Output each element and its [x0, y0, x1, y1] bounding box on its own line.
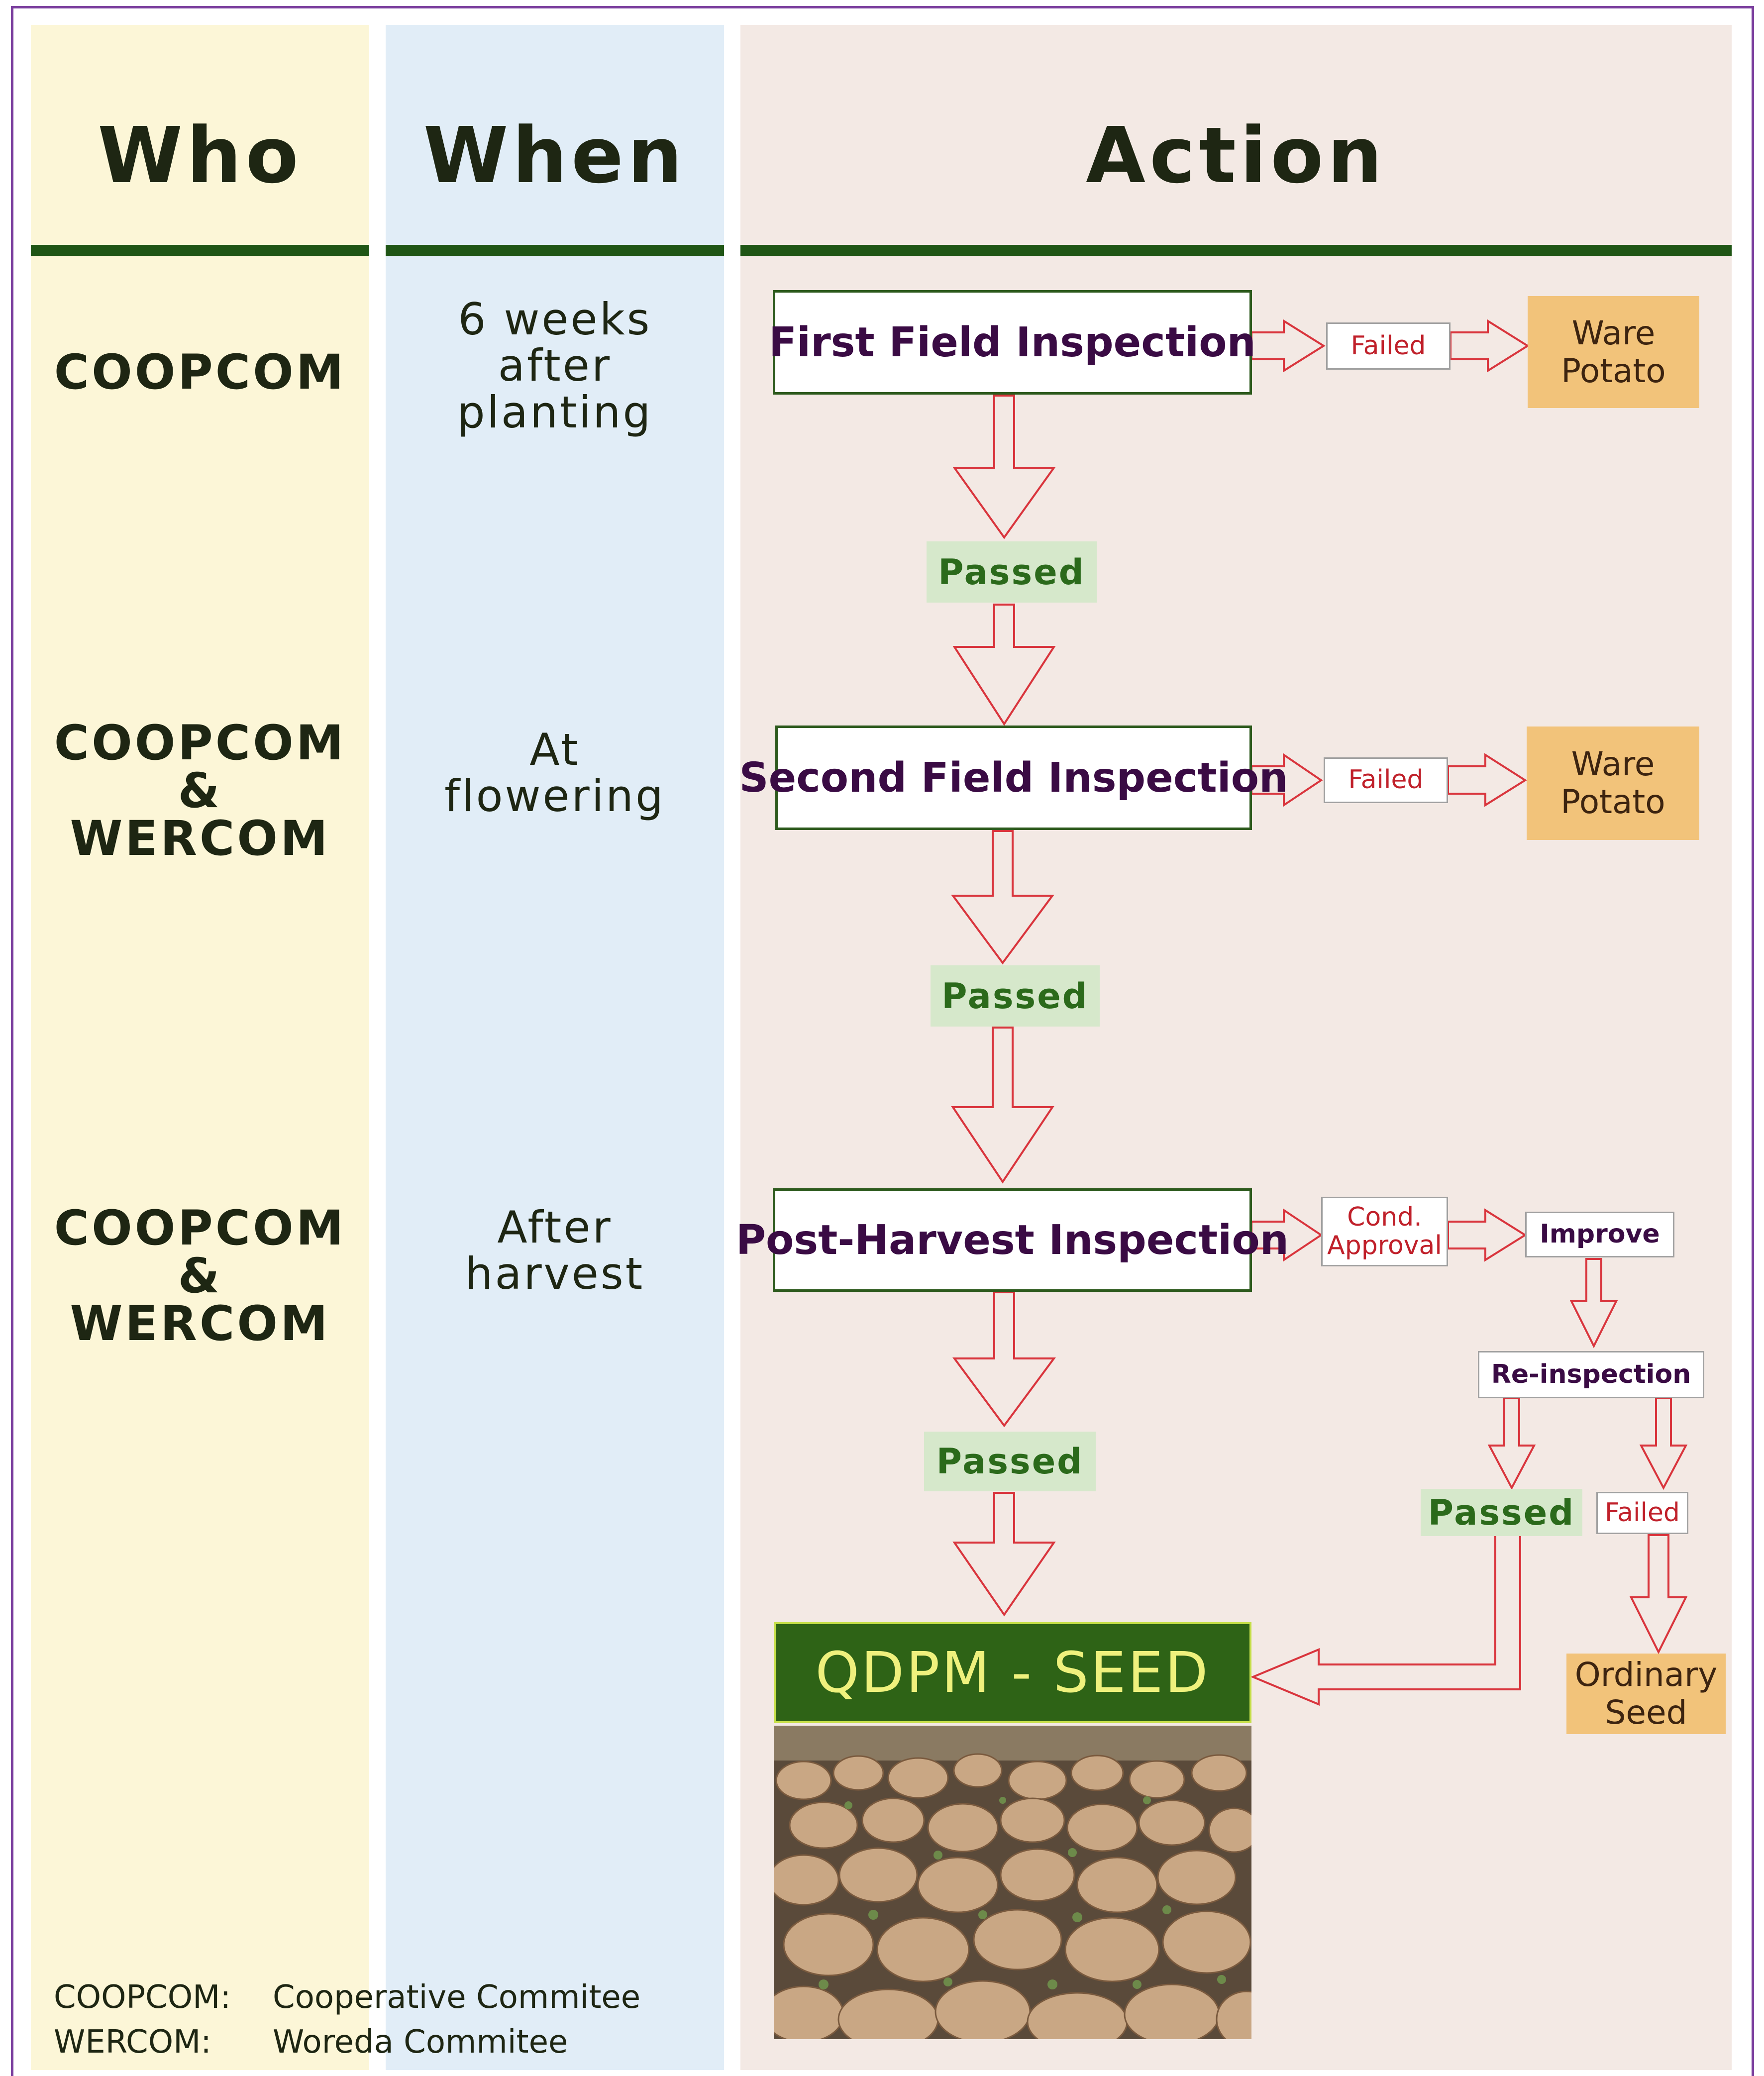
- legend-wercom-text: Woreda Commitee: [273, 2024, 568, 2061]
- ware-potato-1-line-2: Potato: [1561, 351, 1666, 390]
- ware-potato-1-line-1: Ware: [1571, 313, 1656, 352]
- who-row-3-line-1: COOPCOM: [54, 1200, 346, 1256]
- who-row-3-line-3: WERCOM: [70, 1296, 330, 1351]
- action-header-rule: [740, 245, 1732, 256]
- improve-box: Improve: [1525, 1212, 1674, 1257]
- arrow-right-3b: [1447, 1208, 1527, 1262]
- cond-approval-line-2: Approval: [1327, 1231, 1442, 1260]
- arrow-down-6: [952, 1492, 1056, 1617]
- arrow-down-ordinary: [1629, 1534, 1688, 1655]
- failed-label-2: Failed: [1324, 757, 1448, 803]
- who-row-1-line: COOPCOM: [54, 344, 346, 400]
- when-row-2-line-2: flowering: [444, 770, 665, 822]
- when-row-1-line-1: 6 weeks: [458, 294, 652, 345]
- ordinary-seed-line-2: Seed: [1605, 1693, 1687, 1732]
- legend-wercom: WERCOM: Woreda Commitee: [54, 2026, 568, 2058]
- arrow-down-reinspect-passed: [1487, 1397, 1536, 1490]
- ware-potato-2-line-1: Ware: [1571, 745, 1655, 784]
- post-harvest-inspection-box: Post-Harvest Inspection: [736, 1188, 1289, 1292]
- who-header: Who: [98, 110, 303, 201]
- failed-label-3: Failed: [1596, 1492, 1688, 1534]
- when-row-1: 6 weeks after planting: [386, 296, 724, 435]
- arrow-right-3a: [1250, 1208, 1323, 1262]
- arrow-down-4: [951, 1027, 1054, 1184]
- arrow-right-1b: [1450, 319, 1530, 373]
- legend-wercom-abbr: WERCOM:: [54, 2024, 211, 2061]
- when-row-3-line-1: After: [497, 1202, 613, 1253]
- cond-approval-box: Cond.Approval: [1321, 1197, 1448, 1266]
- failed-label-1: Failed: [1326, 322, 1451, 370]
- when-header-rule: [386, 245, 724, 256]
- passed-label-3: Passed: [924, 1432, 1096, 1491]
- legend-coopcom-abbr: COOPCOM:: [54, 1979, 231, 2016]
- passed-label-1: Passed: [927, 541, 1097, 603]
- second-field-inspection-box: Second Field Inspection: [739, 726, 1288, 830]
- cond-approval-line-1: Cond.: [1347, 1202, 1422, 1232]
- passed-label-2: Passed: [931, 965, 1100, 1027]
- who-row-2-line-1: COOPCOM: [54, 715, 346, 771]
- reinspection-box: Re-inspection: [1478, 1351, 1704, 1398]
- when-column: [386, 25, 724, 2070]
- passed-label-4: Passed: [1421, 1489, 1582, 1536]
- who-row-2-line-2: &: [178, 763, 222, 819]
- arrow-down-1: [952, 395, 1056, 539]
- legend-coopcom-text: Cooperative Commitee: [273, 1979, 641, 2016]
- qdpm-seed-box: QDPM - SEED: [774, 1622, 1251, 1723]
- who-column: [31, 25, 369, 2070]
- arrow-down-improve: [1569, 1258, 1618, 1349]
- who-row-2: COOPCOM & WERCOM: [31, 719, 369, 862]
- who-row-3: COOPCOM & WERCOM: [31, 1204, 369, 1348]
- legend-coopcom: COOPCOM: Cooperative Commitee: [54, 1981, 640, 2013]
- when-row-3: After harvest: [386, 1204, 724, 1297]
- who-row-2-line-3: WERCOM: [70, 811, 330, 866]
- when-row-1-line-3: planting: [457, 386, 653, 438]
- when-row-2: At flowering: [386, 727, 724, 820]
- arrow-down-reinspect-failed: [1639, 1397, 1688, 1490]
- who-row-3-line-2: &: [178, 1248, 222, 1304]
- when-header: When: [423, 110, 687, 201]
- who-row-1: COOPCOM: [31, 348, 369, 396]
- ordinary-seed-line-1: Ordinary: [1574, 1656, 1718, 1694]
- ware-potato-2-line-2: Potato: [1560, 783, 1665, 821]
- potato-tubers-photo: [774, 1726, 1251, 2039]
- figure-frame: [11, 6, 1754, 2076]
- arrow-down-5: [952, 1291, 1056, 1428]
- first-field-inspection-box: First Field Inspection: [769, 290, 1256, 395]
- arrow-right-1a: [1250, 319, 1326, 373]
- arrow-down-3: [951, 830, 1054, 965]
- when-row-3-line-2: harvest: [465, 1248, 645, 1300]
- when-row-1-line-2: after: [498, 340, 612, 392]
- arrow-left-qdpm: [1250, 1534, 1521, 1706]
- action-header: Action: [1086, 110, 1386, 201]
- arrow-down-2: [952, 604, 1056, 726]
- arrow-right-2a: [1250, 753, 1323, 807]
- who-header-rule: [31, 245, 369, 256]
- arrow-right-2b: [1447, 753, 1527, 807]
- when-row-2-line-1: At: [529, 724, 580, 775]
